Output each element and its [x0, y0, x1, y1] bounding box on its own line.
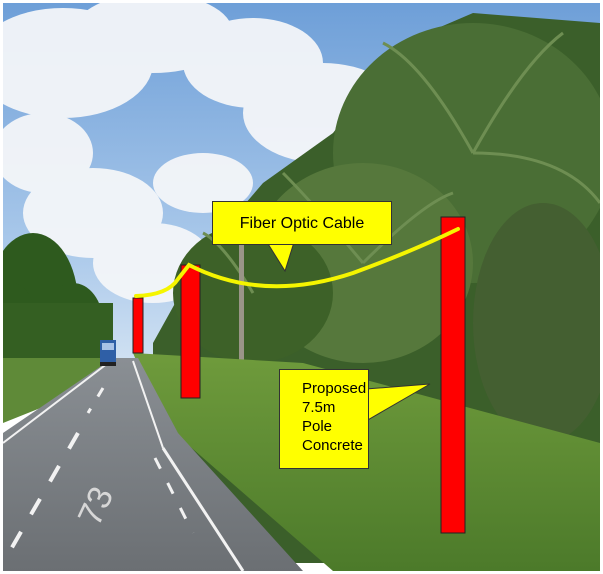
truck — [100, 340, 116, 366]
pole-label-line: Proposed — [302, 380, 367, 397]
grass-left — [3, 358, 113, 423]
fiber-optic-cable-label: Fiber Optic Cable — [212, 201, 392, 245]
pole-label-line: 7.5m — [302, 399, 336, 416]
fiber-optic-cable — [134, 227, 460, 298]
proposed-pole-near — [440, 216, 466, 534]
pole-label-line: Concrete — [302, 437, 363, 454]
street-photo: 73 — [3, 3, 600, 571]
cable-label-text: Fiber Optic Cable — [239, 215, 365, 232]
left-trees — [3, 233, 113, 383]
road — [3, 358, 303, 571]
proposed-pole-far — [132, 297, 144, 354]
proposed-pole-middle — [180, 264, 201, 399]
proposed-pole-label: Proposed 7.5m Pole Concrete — [279, 369, 369, 469]
pole-label-line: Pole — [302, 418, 333, 435]
road-markings — [3, 360, 245, 571]
